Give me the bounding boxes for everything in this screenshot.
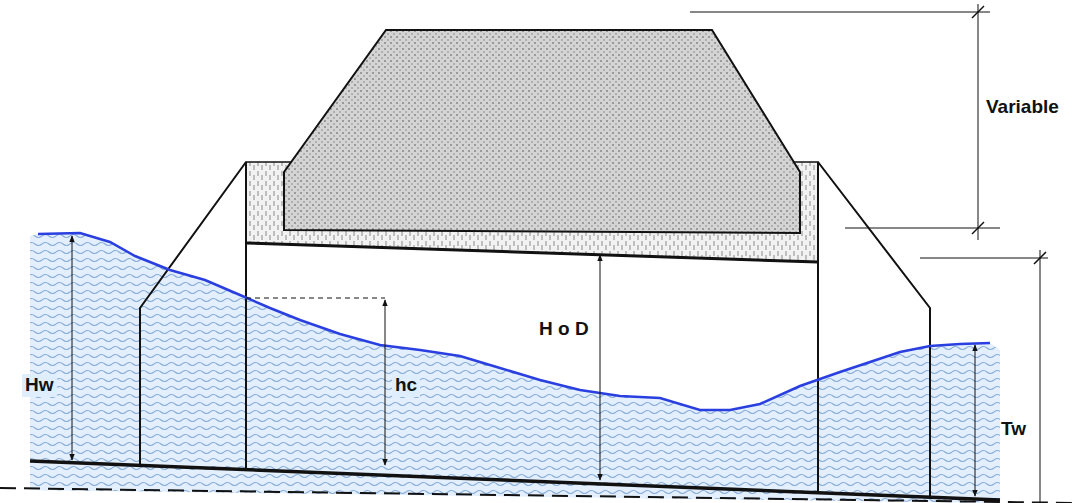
dimension-label: Variable	[983, 96, 1062, 119]
dimension-label: H o D	[536, 318, 592, 341]
embankment-fill	[284, 30, 800, 233]
channel-bed	[30, 461, 1000, 500]
dimension-label: hc	[392, 374, 420, 397]
water	[30, 233, 1000, 503]
dimension-label: Tw	[998, 418, 1029, 441]
headwalls	[140, 162, 930, 496]
dimension-label: Hw	[22, 374, 57, 397]
datum-line	[0, 488, 1076, 503]
slab-soffit	[246, 243, 818, 262]
water-surface	[38, 233, 990, 410]
dimension-lines	[72, 4, 1048, 503]
